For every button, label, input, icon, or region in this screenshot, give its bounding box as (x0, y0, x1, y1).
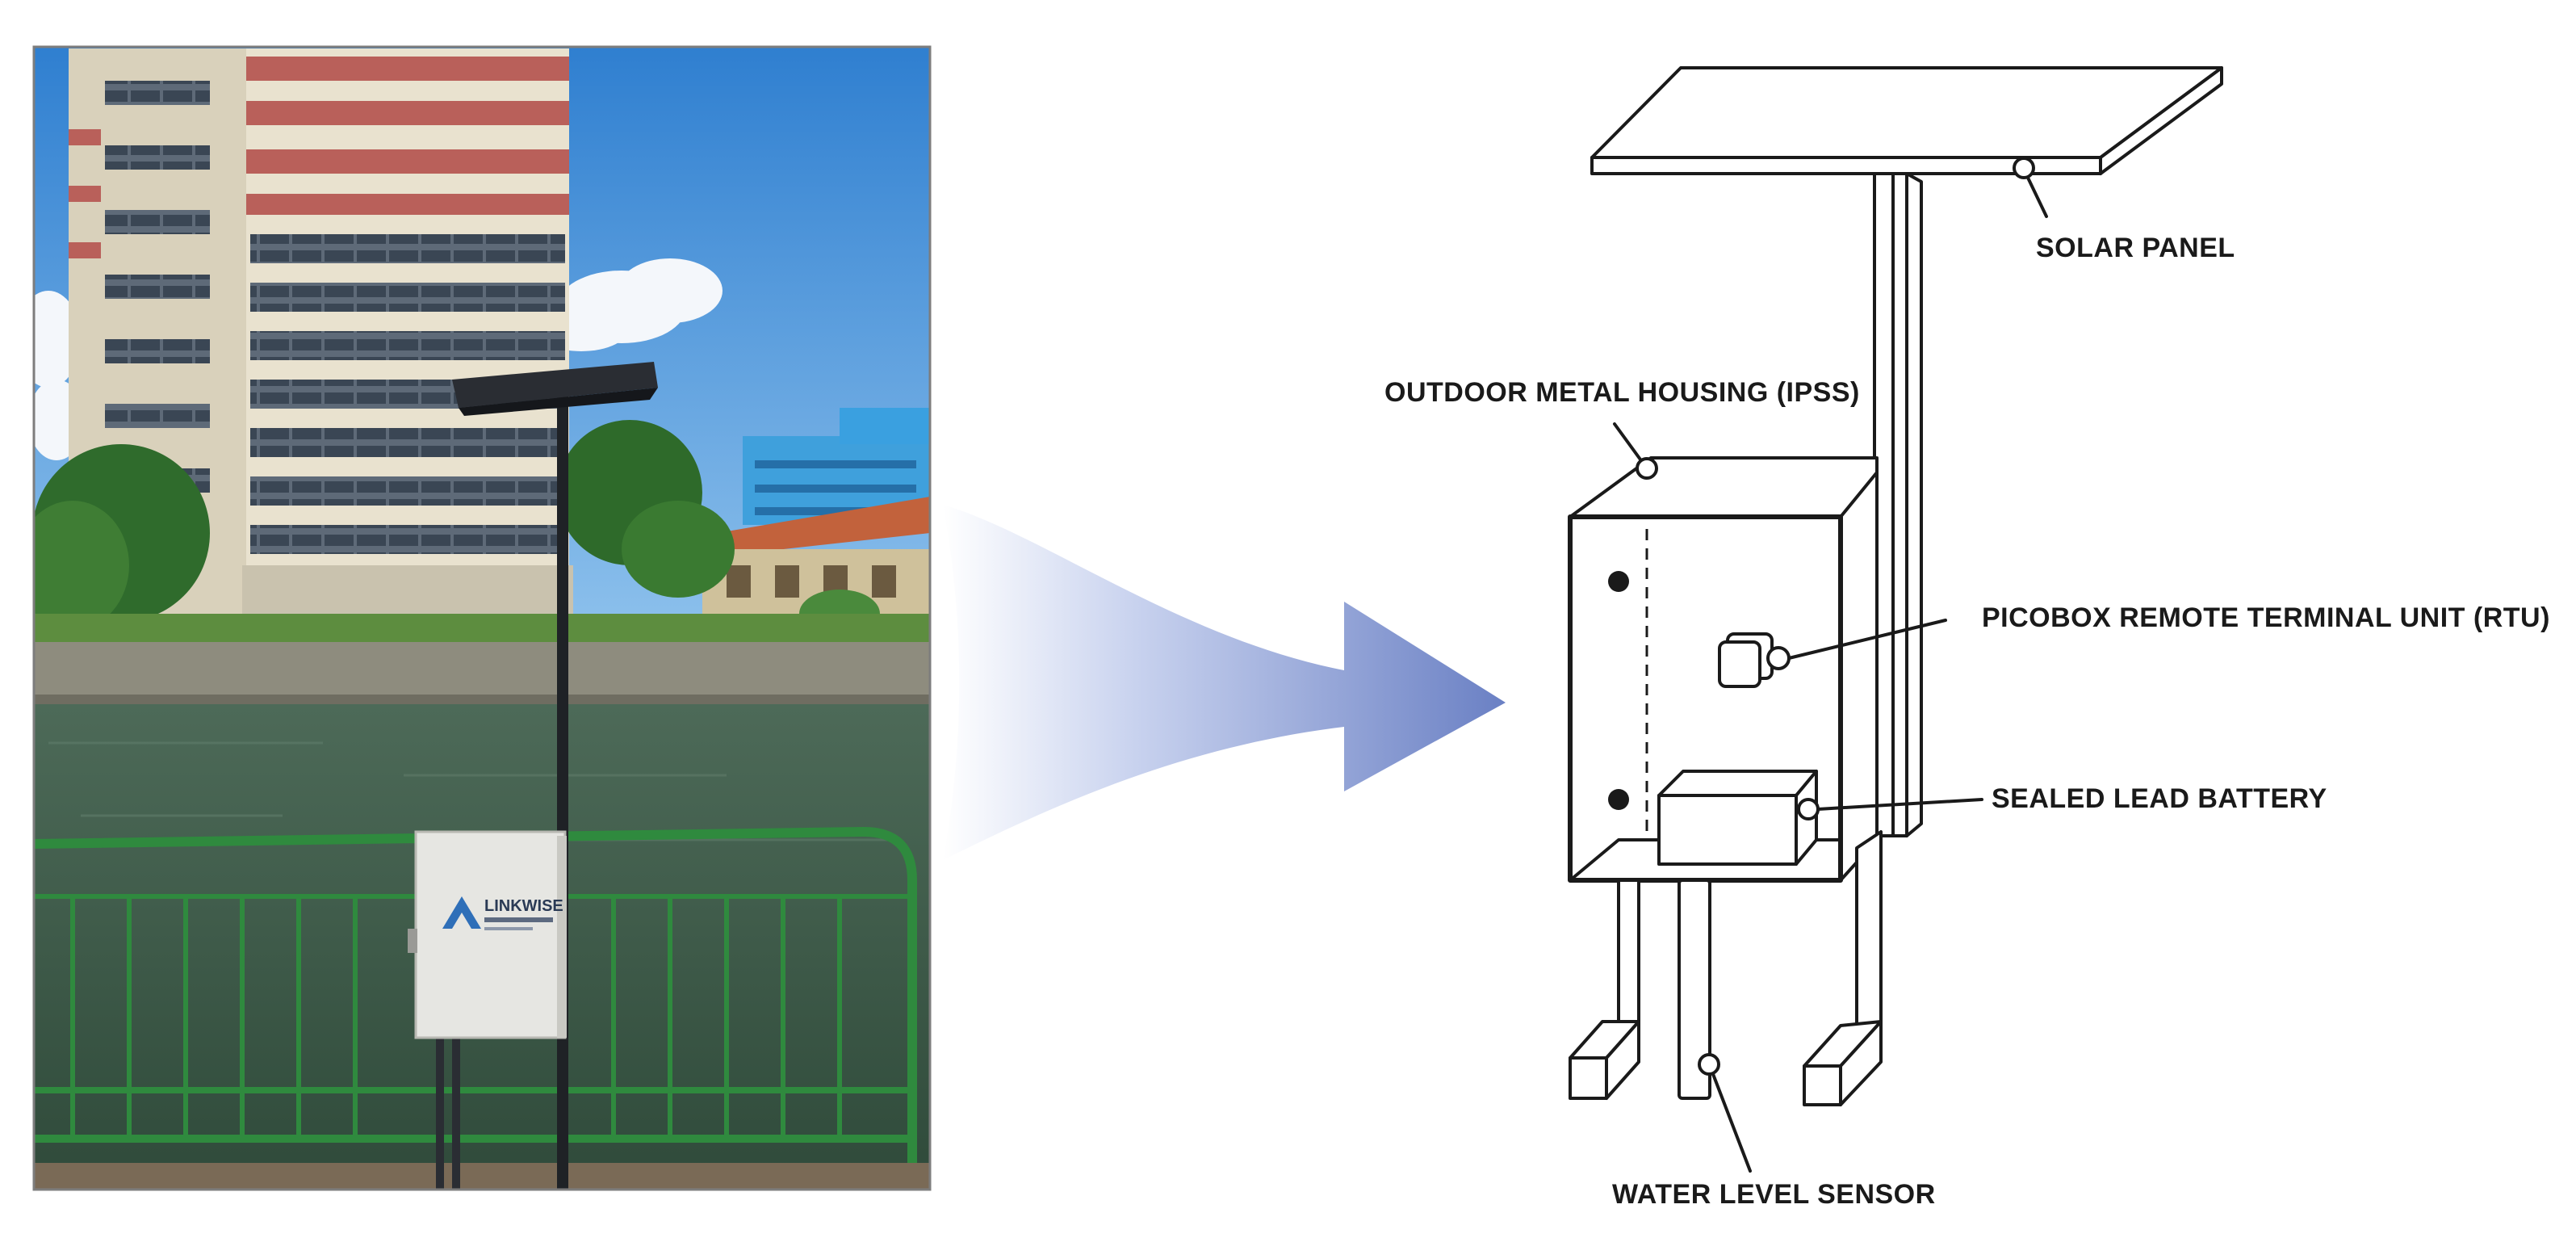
battery-drawing (1657, 770, 1820, 866)
label-solar-panel: SOLAR PANEL (2036, 233, 2235, 263)
pole-drawing (1873, 172, 1923, 837)
rtu-drawing (1718, 632, 1791, 688)
housing-top (1569, 456, 1879, 518)
trees (34, 420, 930, 646)
door-latch-top (1608, 571, 1629, 592)
green-railing (34, 826, 917, 1187)
boardwalk (34, 1163, 930, 1190)
photo-enclosure: LINKWISE (408, 830, 567, 1039)
transition-arrow (943, 505, 1506, 860)
housing-side (1839, 471, 1879, 882)
site-photo: LINKWISE (34, 47, 930, 1190)
solar-panel-drawing (1590, 66, 2223, 175)
label-water-level-sensor: WATER LEVEL SENSOR (1612, 1179, 1936, 1210)
label-outdoor-metal-housing: OUTDOOR METAL HOUSING (IPSS) (1384, 377, 1860, 408)
enclosure-logo: LINKWISE (484, 897, 563, 915)
station-diagram: SOLAR PANEL OUTDOOR METAL HOUSING (IPSS)… (1384, 66, 2550, 1210)
tall-building (69, 48, 573, 630)
embankment (34, 642, 930, 703)
callout-leaders (1613, 157, 2048, 1173)
label-sealed-lead-battery: SEALED LEAD BATTERY (1992, 783, 2327, 814)
photo-frame (32, 45, 932, 1191)
legs-drawing (1569, 830, 1883, 1106)
label-picobox-rtu: PICOBOX REMOTE TERMINAL UNIT (RTU) (1982, 602, 2550, 633)
door-latch-bottom (1608, 789, 1629, 810)
